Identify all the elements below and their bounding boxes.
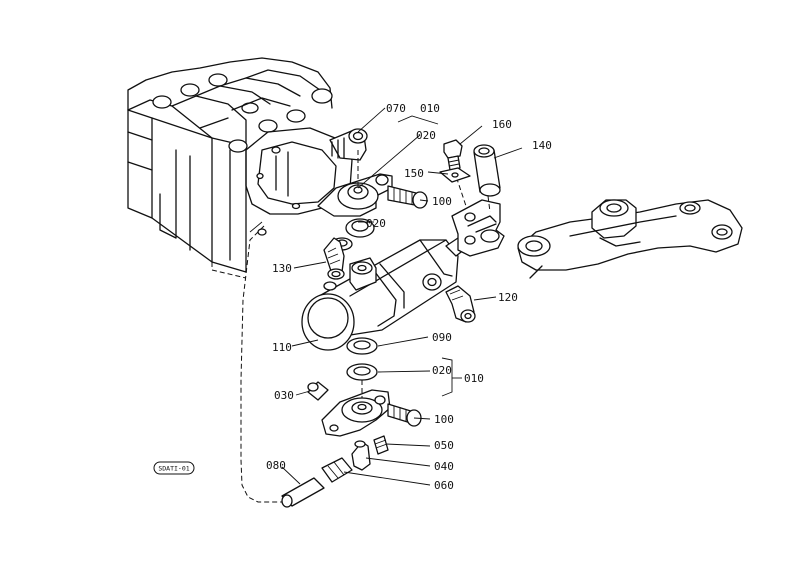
label-150: 150: [404, 167, 424, 180]
label-030: 030: [274, 389, 294, 402]
label-160: 160: [492, 118, 512, 131]
bracket-upper-010: [317, 150, 393, 217]
fitting-050: [373, 435, 389, 455]
bolt-100-upper: [387, 185, 428, 209]
elbow-fitting-120: [445, 285, 476, 323]
washer-020-lower: [346, 363, 378, 381]
bolt-head: [152, 95, 172, 109]
label-100-top: 100: [432, 195, 452, 208]
stamp-code: SDATI-01: [158, 465, 189, 473]
bolt-head: [258, 119, 278, 133]
label-140: 140: [532, 139, 552, 152]
pin-030: [307, 381, 329, 401]
bolt-100-lower: [387, 403, 422, 427]
part-labels: 070 010 020 160 140 150 100 020 130 120 …: [266, 102, 552, 492]
bracket-lower-010: [321, 380, 391, 437]
label-120: 120: [498, 291, 518, 304]
label-020-b: 020: [366, 217, 386, 230]
washer-020-upper: [345, 218, 375, 238]
bolt-head: [208, 73, 228, 87]
elbow-fitting-070: [329, 128, 368, 161]
label-130: 130: [272, 262, 292, 275]
label-070: 070: [386, 102, 406, 115]
bolt-head: [311, 88, 333, 104]
label-040: 040: [434, 460, 454, 473]
elbow-fitting-040: [351, 440, 371, 471]
label-100-bottom: 100: [434, 413, 454, 426]
clevis-bracket: [451, 199, 505, 257]
label-010-bottom: 010: [464, 372, 484, 385]
reference-stamp: SDATI-01: [153, 461, 195, 475]
leader-lines: [281, 107, 523, 486]
hydraulic-cylinder-110: [301, 223, 486, 351]
bolt-head: [228, 139, 248, 153]
label-020-c: 020: [432, 364, 452, 377]
transmission-housing: [127, 57, 353, 279]
label-060: 060: [434, 479, 454, 492]
pipe-route: [240, 225, 284, 503]
pin-140: [473, 144, 501, 213]
bolt-head: [180, 83, 200, 97]
label-090: 090: [432, 331, 452, 344]
label-050: 050: [434, 439, 454, 452]
washer-090: [346, 337, 378, 355]
plate-150: [439, 167, 471, 183]
label-020-a: 020: [416, 129, 436, 142]
lift-arm: [517, 199, 743, 279]
pipe-080: [281, 477, 325, 508]
bolt-head: [286, 109, 306, 123]
bolt-160: [443, 139, 467, 207]
label-010-top: 010: [420, 102, 440, 115]
label-080: 080: [266, 459, 286, 472]
elbow-fitting-130: [323, 237, 345, 280]
nut-060: [321, 457, 353, 483]
label-110: 110: [272, 341, 292, 354]
